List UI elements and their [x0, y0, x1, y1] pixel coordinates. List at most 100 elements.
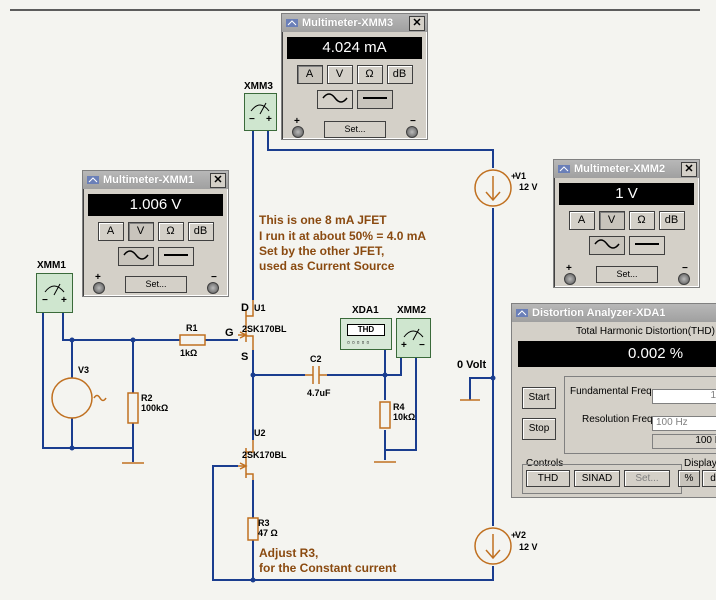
xmm2-ohmmeter-button[interactable]: Ω [628, 211, 655, 230]
note-line-1: This is one 8 mA JFET [259, 213, 387, 227]
da-titlebar[interactable]: Distortion Analyzer-XDA1 [512, 304, 716, 322]
multimeter-xmm3-window[interactable]: Multimeter-XMM3 ✕ 4.024 mA A V Ω dB + − … [281, 13, 428, 140]
r4-resistor[interactable] [379, 401, 391, 429]
xmm2-display: 1 V [559, 183, 694, 205]
xmm1-plus-terminal[interactable] [93, 282, 105, 294]
xmm1-close-button[interactable]: ✕ [210, 173, 226, 188]
xmm2-title: Multimeter-XMM2 [574, 163, 666, 175]
xmm2-voltmeter-button[interactable]: V [598, 211, 625, 230]
analyzer-app-icon [516, 309, 528, 317]
r3-label: R3 [258, 518, 270, 528]
v2-source[interactable] [474, 527, 512, 565]
da-display-label: Display [684, 458, 716, 469]
xmm2-sym-minus: − [419, 340, 425, 351]
da-title: Distortion Analyzer-XDA1 [532, 307, 666, 319]
r2-resistor[interactable] [127, 392, 139, 424]
xmm1-sym-minus: − [42, 295, 48, 306]
xmm1-ac-button[interactable] [117, 247, 154, 266]
wires [10, 9, 700, 581]
c2-capacitor[interactable] [305, 366, 327, 384]
xmm1-minus-terminal[interactable] [207, 282, 219, 294]
xmm3-ammeter-button[interactable]: A [296, 65, 323, 84]
da-db-button[interactable]: d [702, 470, 716, 487]
da-display: 0.002 % [518, 341, 716, 367]
xmm3-ohmmeter-button[interactable]: Ω [356, 65, 383, 84]
da-fund-input[interactable]: 1 [652, 389, 716, 404]
da-sinad-button[interactable]: SINAD [574, 470, 620, 487]
xmm3-titlebar[interactable]: Multimeter-XMM3 ✕ [282, 14, 427, 32]
multimeter-xmm2-window[interactable]: Multimeter-XMM2 ✕ 1 V A V Ω dB + − Set..… [553, 159, 700, 288]
v3-ac-source[interactable] [51, 377, 107, 419]
dc-line-icon [634, 243, 659, 245]
da-set-button[interactable]: Set... [624, 470, 670, 487]
xmm2-plus-terminal[interactable] [564, 273, 576, 285]
da-settings-panel [564, 376, 716, 454]
xmm2-ammeter-button[interactable]: A [568, 211, 595, 230]
xmm3-plus: + [294, 116, 300, 127]
xmm1-db-button[interactable]: dB [187, 222, 214, 241]
multimeter-app-icon [558, 165, 570, 173]
da-heading: Total Harmonic Distortion(THD) [576, 326, 715, 337]
xda1-terminals: ▫▫▫▫▫ [347, 338, 372, 347]
xmm1-set-button[interactable]: Set... [125, 276, 187, 293]
u2-jfet[interactable] [238, 440, 254, 480]
v1-value: 12 V [519, 182, 538, 192]
xmm3-minus-terminal[interactable] [406, 126, 418, 138]
r4-value: 10kΩ [393, 412, 415, 422]
sine-wave-icon [593, 239, 620, 249]
da-percent-button[interactable]: % [678, 470, 700, 487]
r3-resistor[interactable] [247, 517, 259, 541]
xmm3-db-button[interactable]: dB [386, 65, 413, 84]
xmm2-minus: − [682, 263, 688, 274]
xmm3-voltmeter-button[interactable]: V [326, 65, 353, 84]
xmm1-ohmmeter-button[interactable]: Ω [157, 222, 184, 241]
xmm2-ac-button[interactable] [588, 236, 625, 255]
u1-jfet[interactable] [238, 300, 254, 350]
v2-value: 12 V [519, 542, 538, 552]
v1-source[interactable] [474, 169, 512, 207]
xmm3-symbol[interactable]: − + [244, 93, 277, 131]
xda1-symbol[interactable]: THD ▫▫▫▫▫ [340, 318, 392, 350]
da-fund-label: Fundamental Freq. [570, 386, 655, 397]
xmm2-dc-button[interactable] [628, 236, 665, 255]
xmm3-set-button[interactable]: Set... [324, 121, 386, 138]
xmm3-ac-button[interactable] [316, 90, 353, 109]
r4-label: R4 [393, 402, 405, 412]
xmm1-titlebar[interactable]: Multimeter-XMM1 ✕ [83, 171, 228, 189]
dc-line-icon [362, 97, 387, 99]
xmm2-symbol[interactable]: + − [396, 318, 431, 358]
v1-plus: + [511, 171, 516, 181]
dc-line-icon [163, 254, 188, 256]
xmm1-dc-button[interactable] [157, 247, 194, 266]
da-start-button[interactable]: Start [522, 387, 556, 409]
xmm1-voltmeter-button[interactable]: V [127, 222, 154, 241]
meter-dial-icon [403, 328, 424, 341]
da-thd-button[interactable]: THD [526, 470, 570, 487]
da-stop-button[interactable]: Stop [522, 418, 556, 440]
xda1-thd-box: THD [347, 324, 385, 336]
r1-resistor[interactable] [179, 334, 206, 346]
note-line-5: Adjust R3, [259, 546, 318, 560]
xmm2-db-button[interactable]: dB [658, 211, 685, 230]
xmm2-close-button[interactable]: ✕ [681, 162, 697, 177]
distortion-analyzer-window[interactable]: Distortion Analyzer-XDA1 Total Harmonic … [511, 303, 716, 498]
da-res-select[interactable]: 100 Hz [652, 416, 716, 431]
xmm3-close-button[interactable]: ✕ [409, 16, 425, 31]
v3-label: V3 [78, 365, 89, 375]
multimeter-xmm1-window[interactable]: Multimeter-XMM1 ✕ 1.006 V A V Ω dB + − S… [82, 170, 229, 297]
sine-wave-icon [321, 93, 348, 103]
xmm1-ammeter-button[interactable]: A [97, 222, 124, 241]
xmm2-set-button[interactable]: Set... [596, 266, 658, 283]
xmm1-symbol[interactable]: − + [36, 273, 73, 313]
r2-label: R2 [141, 393, 153, 403]
xmm2-minus-terminal[interactable] [678, 273, 690, 285]
da-controls-label: Controls [526, 458, 564, 469]
xmm3-plus-terminal[interactable] [292, 126, 304, 138]
xmm3-dc-button[interactable] [356, 90, 393, 109]
xmm2-titlebar[interactable]: Multimeter-XMM2 ✕ [554, 160, 699, 178]
xmm1-plus: + [95, 272, 101, 283]
da-display-value: 0.002 % [628, 345, 684, 362]
xmm2-sym-plus: + [401, 340, 407, 351]
xmm1-sym-plus: + [61, 295, 67, 306]
